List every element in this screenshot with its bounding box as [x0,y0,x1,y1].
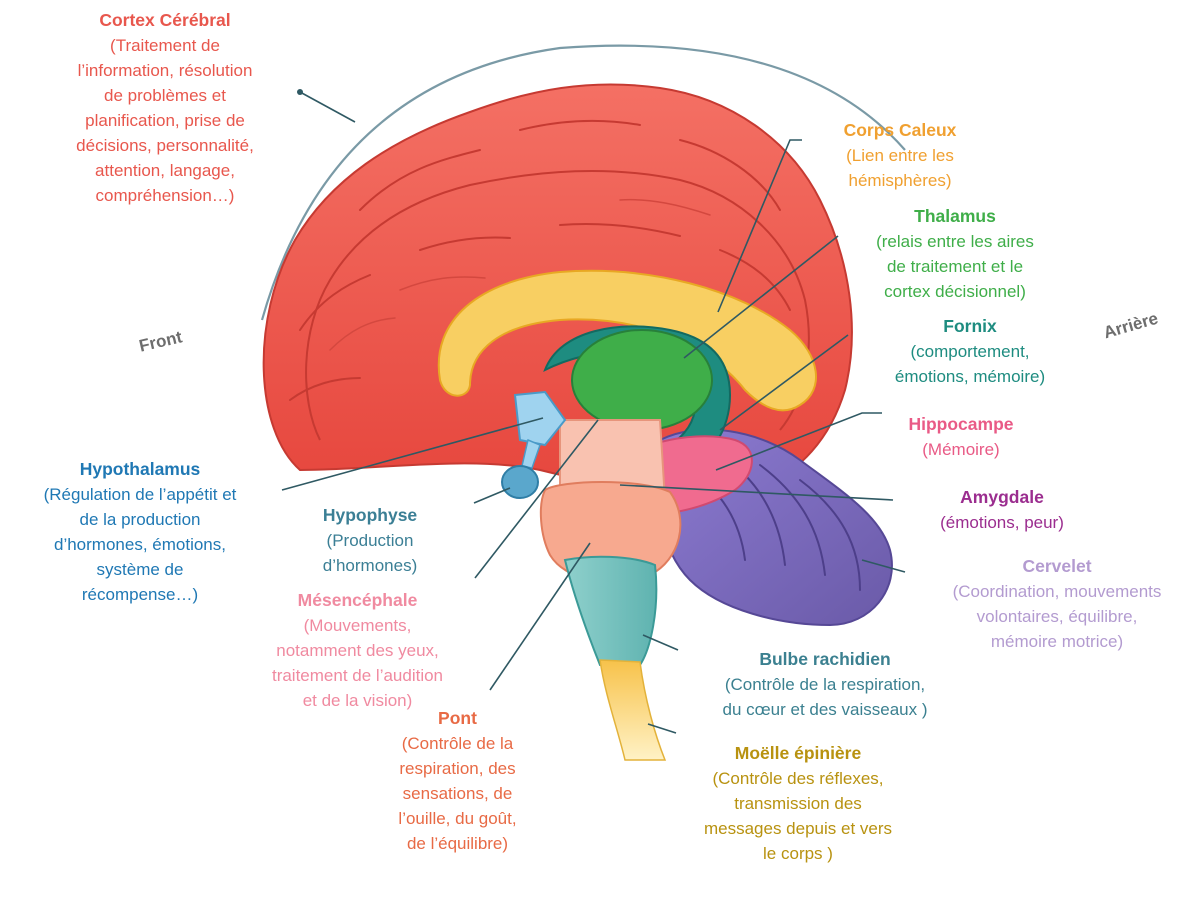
leader-thalamus [683,235,839,359]
moelle-shape [599,659,667,761]
label-mesencephale-line: notamment des yeux, [276,641,439,660]
label-cervelet-line: mémoire motrice) [990,632,1124,651]
label-mesencephale-line: et de la vision) [302,691,413,710]
leader-hypothalamus [281,417,544,491]
label-bulbe-line: du cœur et des vaisseaux ) [722,700,928,719]
label-fornix-line: (comportement, [910,342,1030,361]
thalamus-shape [571,329,713,431]
label-pont-line: (Contrôle de la [401,734,514,753]
leader-amygdale [619,484,894,501]
label-pont-line: respiration, des [399,759,516,778]
label-cortex-line: compréhension…) [95,186,235,205]
label-thalamus-title: Thalamus [914,206,996,226]
label-hippocampe: Hippocampe (Mémoire) [886,412,1036,462]
outer-arc [260,44,906,321]
label-hypophyse-line: d’hormones) [322,556,418,575]
label-cervelet-title: Cervelet [1022,556,1092,576]
label-pont-line: l’ouille, du goût, [398,809,517,828]
label-fornix: Fornix (comportement, émotions, mémoire) [860,314,1080,389]
label-hypophyse: Hypophyse (Production d’hormones) [295,503,445,578]
label-thalamus: Thalamus (relais entre les aires de trai… [845,204,1065,304]
hypophyse-shape [501,465,539,499]
label-cervelet-line: volontaires, équilibre, [976,607,1138,626]
label-bulbe-line: (Contrôle de la respiration, [724,675,926,694]
label-moelle-line: le corps ) [763,844,833,863]
label-mesencephale-line: traitement de l’audition [271,666,444,685]
label-hypothalamus-line: d’hormones, émotions, [54,535,226,554]
label-fornix-title: Fornix [943,316,997,336]
label-cortex-line: planification, prise de [85,111,245,130]
label-cortex-line: décisions, personnalité, [76,136,254,155]
label-hypothalamus-title: Hypothalamus [79,459,201,479]
label-fornix-line: émotions, mémoire) [894,367,1046,386]
leader-cervelet [861,559,906,573]
label-cervelet-line: (Coordination, mouvements [952,582,1162,601]
label-thalamus-line: de traitement et le [886,257,1024,276]
cortex-leader-dot [297,89,303,95]
label-pont: Pont (Contrôle de la respiration, des se… [370,706,545,856]
label-thalamus-line: (relais entre les aires [876,232,1034,251]
leader-fornix [719,334,849,431]
label-moelle-title: Moëlle épinière [734,743,862,763]
label-mesencephale-title: Mésencéphale [297,590,418,610]
label-cortex-line: (Traitement de [110,36,220,55]
label-mesencephale: Mésencéphale (Mouvements, notamment des … [240,588,475,713]
label-amygdale-title: Amygdale [960,487,1044,507]
label-pont-line: de l’équilibre) [406,834,509,853]
leader-cortex [299,91,356,123]
label-cortex-line: de problèmes et [104,86,226,105]
label-cortex-line: l’information, résolution [77,61,253,80]
label-cortex: Cortex Cérébral (Traitement de l’informa… [45,8,285,208]
corps-caleux-shape [437,269,817,412]
label-amygdale: Amygdale (émotions, peur) [917,485,1087,535]
label-thalamus-line: cortex décisionnel) [884,282,1026,301]
hypophyse-stalk [521,438,541,469]
label-moelle: Moëlle épinière (Contrôle des réflexes, … [670,741,926,866]
leader-mesencephale [474,419,599,579]
label-moelle-line: messages depuis et vers [703,819,893,838]
label-corps-caleux: Corps Caleux (Lien entre les hémisphères… [810,118,990,193]
label-hypophyse-line: (Production [326,531,414,550]
leader-moelle [647,723,677,734]
bulbe-shape [563,555,658,666]
leader-hippocampe [715,412,882,471]
label-bulbe-title: Bulbe rachidien [759,649,891,669]
label-hippocampe-title: Hippocampe [908,414,1014,434]
label-corps-caleux-title: Corps Caleux [843,120,957,140]
label-cervelet: Cervelet (Coordination, mouvements volon… [922,554,1192,654]
leader-corps-caleux [717,139,802,313]
leader-lines [281,91,906,734]
leader-bulbe [642,634,679,651]
label-amygdale-line: (émotions, peur) [940,513,1064,532]
label-bulbe: Bulbe rachidien (Contrôle de la respirat… [690,647,960,722]
label-corps-caleux-line: (Lien entre les [846,146,954,165]
label-moelle-line: transmission des [734,794,862,813]
label-cortex-title: Cortex Cérébral [99,10,231,30]
label-pont-title: Pont [438,708,477,728]
label-hippocampe-line: (Mémoire) [922,440,1000,459]
leader-pont [489,542,591,691]
label-pont-line: sensations, de [402,784,513,803]
label-corps-caleux-line: hémisphères) [848,171,952,190]
label-hypophyse-title: Hypophyse [322,505,418,525]
label-hypothalamus: Hypothalamus (Régulation de l’appétit et… [5,457,275,607]
leader-hypophyse [473,487,511,504]
label-hypothalamus-line: récompense…) [81,585,199,604]
label-mesencephale-line: (Mouvements, [303,616,412,635]
label-hypothalamus-line: de la production [79,510,201,529]
label-cortex-line: attention, langage, [95,161,235,180]
label-moelle-line: (Contrôle des réflexes, [712,769,884,788]
label-hypothalamus-line: système de [96,560,184,579]
label-hypothalamus-line: (Régulation de l’appétit et [43,485,237,504]
